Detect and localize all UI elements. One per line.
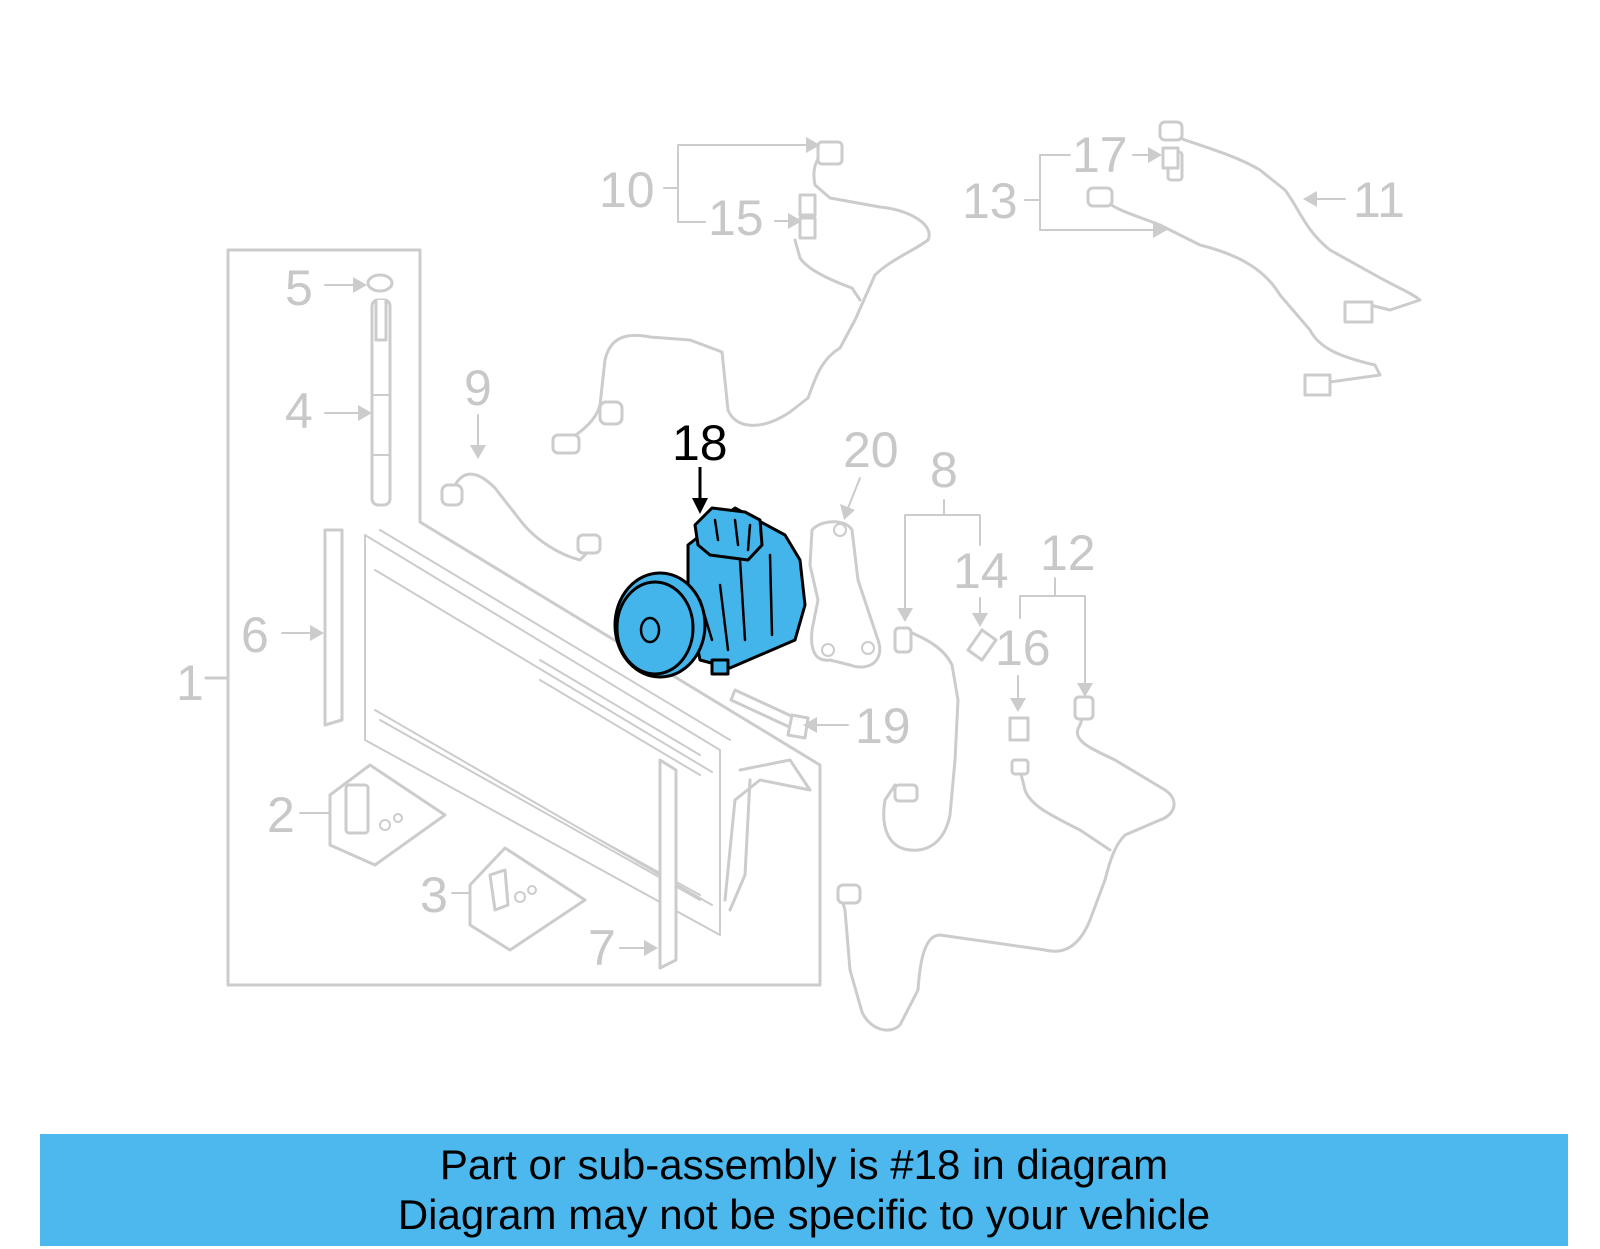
callout-12: 12 bbox=[1040, 525, 1096, 581]
callout-11: 11 bbox=[1353, 172, 1405, 228]
ac-hoses bbox=[440, 120, 1422, 1032]
callout-3: 3 bbox=[420, 867, 448, 923]
info-banner: Part or sub-assembly is #18 in diagram D… bbox=[40, 1134, 1568, 1246]
callout-20: 20 bbox=[843, 422, 899, 478]
banner-line-2: Diagram may not be specific to your vehi… bbox=[397, 1191, 1211, 1238]
callout-19: 19 bbox=[855, 698, 911, 754]
callout-14: 14 bbox=[953, 543, 1009, 599]
callout-15: 15 bbox=[708, 190, 764, 246]
callout-1: 1 bbox=[176, 655, 204, 711]
condenser-assembly bbox=[204, 248, 822, 987]
callout-10: 10 bbox=[599, 162, 655, 218]
callout-13: 13 bbox=[962, 173, 1018, 229]
callout-2: 2 bbox=[267, 787, 295, 843]
callout-17: 17 bbox=[1072, 127, 1128, 183]
callout-8: 8 bbox=[930, 442, 958, 498]
callouts: 1 2 3 4 5 6 7 8 9 10 11 bbox=[176, 127, 1405, 976]
callout-6: 6 bbox=[241, 607, 269, 663]
callout-4: 4 bbox=[285, 383, 313, 439]
banner-line-1: Part or sub-assembly is #18 in diagram bbox=[439, 1141, 1169, 1188]
compressor-part-18 bbox=[613, 506, 807, 679]
callout-16: 16 bbox=[995, 620, 1051, 676]
callout-18: 18 bbox=[672, 415, 728, 471]
callout-9: 9 bbox=[464, 360, 492, 416]
callout-5: 5 bbox=[285, 260, 313, 316]
callout-7: 7 bbox=[588, 920, 616, 976]
